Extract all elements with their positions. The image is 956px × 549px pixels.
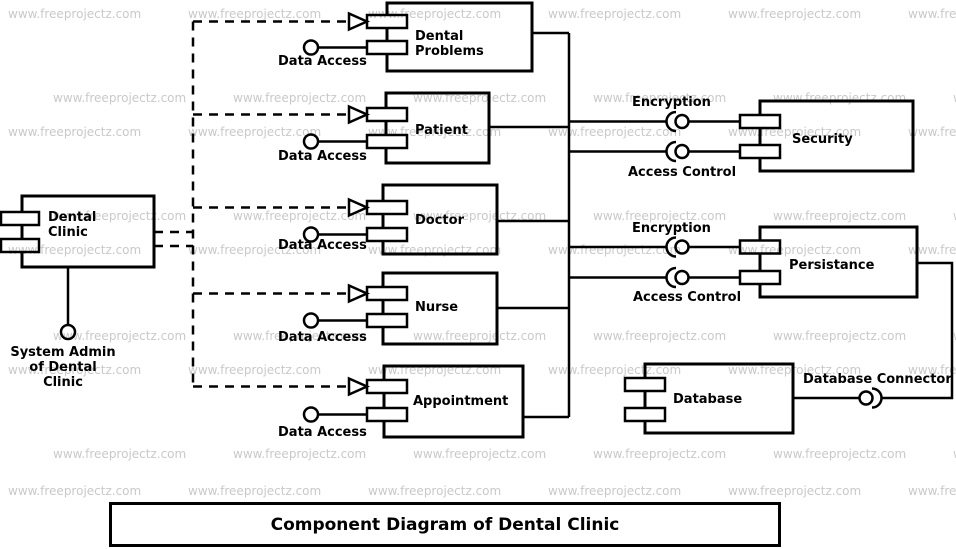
diagram-title-box: Component Diagram of Dental Clinic bbox=[109, 502, 781, 547]
socket-encryption-security bbox=[665, 110, 677, 133]
security-label: Security bbox=[792, 132, 853, 147]
security-port-access-control bbox=[738, 143, 782, 160]
database-connector-label: Database Connector bbox=[803, 372, 952, 387]
dependency-arrow-nurse bbox=[347, 283, 371, 304]
appointment-label: Appointment bbox=[413, 394, 509, 409]
dental-clinic-tab-bottom bbox=[0, 237, 41, 254]
dental-clinic-box bbox=[20, 194, 156, 269]
nurse-label: Nurse bbox=[415, 300, 459, 315]
ball-access-control-security bbox=[674, 143, 690, 160]
diagram-title: Component Diagram of Dental Clinic bbox=[270, 514, 620, 535]
nurse-port-interface bbox=[365, 312, 409, 329]
security-port-encryption bbox=[738, 113, 782, 130]
doctor-port-interface bbox=[365, 226, 409, 243]
dental-problems-port-interface bbox=[365, 39, 409, 56]
appointment-port-interface bbox=[365, 406, 409, 423]
nurse-port-dependency bbox=[365, 285, 409, 302]
solid-connectors bbox=[66, 31, 954, 419]
assembly-connectors bbox=[665, 110, 883, 409]
doctor-label: Doctor bbox=[415, 213, 464, 228]
database-label: Database bbox=[673, 392, 743, 407]
security-box bbox=[758, 99, 915, 173]
dental-clinic-label: Dental Clinic bbox=[48, 210, 97, 240]
component-boxes bbox=[20, 1, 919, 439]
access-control-label-persistance: Access Control bbox=[633, 290, 742, 305]
encryption-label-security: Encryption bbox=[632, 95, 711, 110]
persistance-port-encryption bbox=[738, 239, 782, 255]
data-access-lollipop-doctor bbox=[302, 226, 320, 243]
data-access-label-patient: Data Access bbox=[278, 149, 367, 164]
nurse-box bbox=[381, 271, 499, 346]
dependency-arrow-patient bbox=[347, 104, 371, 125]
encryption-label-persistance: Encryption bbox=[632, 221, 711, 236]
dental-problems-port-dependency bbox=[365, 13, 409, 30]
access-control-label-security: Access Control bbox=[628, 165, 737, 180]
data-access-lollipop-nurse bbox=[302, 312, 320, 329]
data-access-label-dental-problems: Data Access bbox=[278, 54, 367, 69]
appointment-port-dependency bbox=[365, 378, 409, 395]
socket-database-connector bbox=[871, 387, 883, 409]
ball-encryption-persistance bbox=[674, 239, 690, 255]
socket-encryption-persistance bbox=[665, 236, 677, 258]
ports-and-tabs bbox=[0, 13, 782, 423]
data-access-label-appointment: Data Access bbox=[278, 425, 367, 440]
persistance-port-access-control bbox=[738, 269, 782, 286]
data-access-lollipop-patient bbox=[302, 133, 320, 150]
dependency-arrowheads bbox=[347, 11, 371, 397]
socket-access-control-persistance bbox=[665, 266, 677, 289]
data-access-lollipop-appointment bbox=[302, 406, 320, 423]
dental-clinic-tab-top bbox=[0, 210, 41, 227]
patient-box bbox=[384, 91, 491, 165]
data-access-label-nurse: Data Access bbox=[278, 330, 367, 345]
persistance-label: Persistance bbox=[789, 258, 875, 273]
data-access-lollipop-dental-problems bbox=[302, 39, 320, 56]
ball-encryption-security bbox=[674, 113, 690, 130]
database-tab-bottom bbox=[623, 406, 667, 423]
system-admin-connector-circle bbox=[59, 323, 77, 341]
socket-access-control-security bbox=[665, 140, 677, 163]
database-box bbox=[643, 362, 795, 435]
patient-port-dependency bbox=[365, 106, 409, 123]
data-access-label-doctor: Data Access bbox=[278, 238, 367, 253]
patient-port-interface bbox=[365, 133, 409, 150]
persistance-box bbox=[758, 225, 919, 299]
database-tab-top bbox=[623, 376, 667, 393]
dependency-arrow-dental-problems bbox=[347, 11, 371, 32]
dependency-arrow-appointment bbox=[347, 376, 371, 397]
doctor-box bbox=[381, 183, 499, 256]
dental-problems-box bbox=[385, 1, 534, 73]
ball-access-control-persistance bbox=[674, 269, 690, 286]
ball-database-connector bbox=[858, 390, 874, 406]
wire-persistance-to-database-connector bbox=[881, 261, 954, 400]
dashed-dependencies bbox=[154, 20, 349, 388]
doctor-port-dependency bbox=[365, 199, 409, 216]
system-admin-label: System Admin of Dental Clinic bbox=[10, 345, 116, 390]
patient-label: Patient bbox=[415, 123, 468, 138]
interface-lollipops bbox=[59, 39, 320, 423]
dental-problems-label: Dental Problems bbox=[415, 29, 484, 59]
dependency-arrow-doctor bbox=[347, 197, 371, 218]
appointment-box bbox=[382, 364, 525, 439]
